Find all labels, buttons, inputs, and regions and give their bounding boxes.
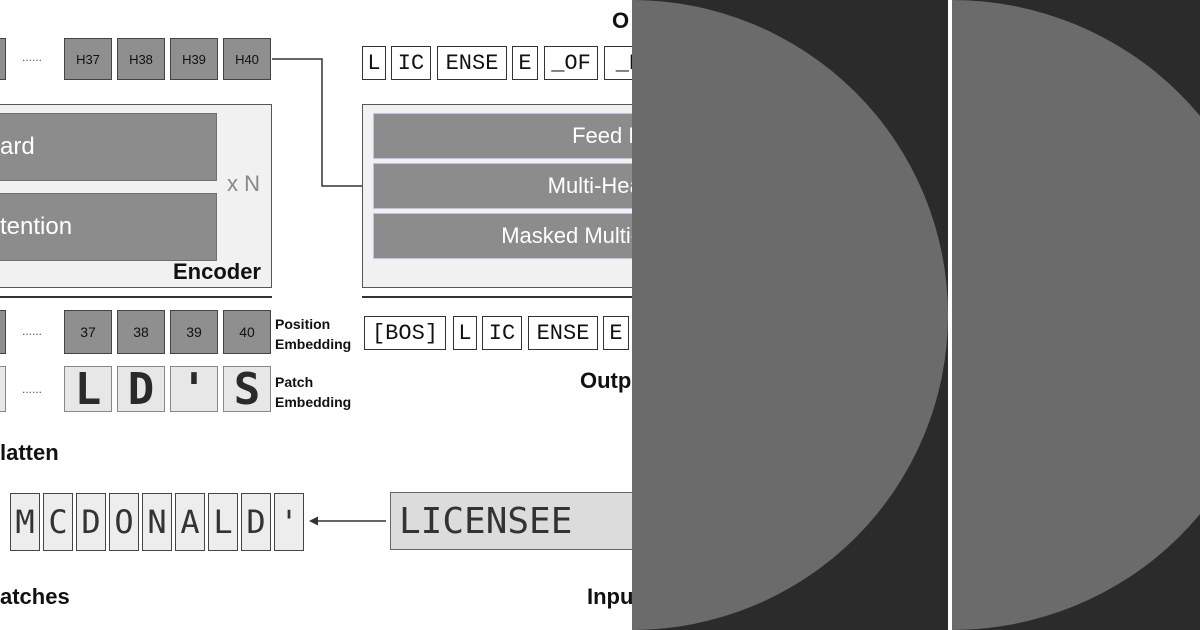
patch-image-3: '	[170, 366, 218, 412]
decoder-cross-attention-layer: Multi-Head	[373, 163, 632, 209]
position-partial-box	[0, 310, 6, 354]
patch-image-2: D	[117, 366, 165, 412]
patch-embedding-label-2: Embedding	[275, 394, 352, 410]
decoder-feed-forward-layer: Feed Fo	[373, 113, 632, 159]
panel-separator	[948, 0, 952, 630]
image-patch-4: N	[142, 493, 172, 551]
image-patch-1: C	[43, 493, 73, 551]
decoder-cross-attention-label: Multi-Head	[547, 173, 632, 198]
hidden-state-partial-box	[0, 38, 6, 80]
decor-panel-left	[632, 0, 948, 630]
patch-image-4: S	[223, 366, 271, 412]
input-token-0: [BOS]	[364, 316, 446, 350]
patch-embedding-label-1: Patch	[275, 374, 314, 390]
input-token-2: IC	[482, 316, 522, 350]
hidden-state-h40: H40	[223, 38, 271, 80]
image-patch-7: D	[241, 493, 271, 551]
decoder-masked-attention-layer: Masked Multi-H	[373, 213, 632, 259]
output-token-0: L	[362, 46, 386, 80]
hidden-state-h39: H39	[170, 38, 218, 80]
patch-embedding-label: Patch Embedding	[275, 372, 351, 412]
encoder-feed-forward-label: ard	[0, 133, 35, 160]
hidden-state-h38: H38	[117, 38, 165, 80]
image-patch-2: D	[76, 493, 106, 551]
decoder-feed-forward-label: Feed Fo	[572, 123, 632, 148]
position-37: 37	[64, 310, 112, 354]
output-token-5: _N	[604, 46, 632, 80]
input-label: Inpu	[587, 584, 632, 609]
output-token-4: _OF	[544, 46, 598, 80]
decor-half-circle-right	[952, 0, 1200, 630]
position-embedding-label-2: Embedding	[275, 336, 352, 352]
encoder-attention-label: tention	[0, 213, 73, 240]
decor-half-circle-left	[632, 0, 948, 630]
input-token-1: L	[453, 316, 477, 350]
output-token-2: ENSE	[437, 46, 507, 80]
image-patch-6: L	[208, 493, 238, 551]
patch-image-1: L	[64, 366, 112, 412]
encoder-divider	[0, 296, 272, 298]
encoder-attention-layer: tention	[0, 193, 217, 261]
position-39: 39	[170, 310, 218, 354]
image-patch-8: '	[274, 493, 304, 551]
hidden-state-h37: H37	[64, 38, 112, 80]
decoder-masked-attention-label: Masked Multi-H	[501, 223, 632, 248]
image-patch-3: O	[109, 493, 139, 551]
position-40: 40	[223, 310, 271, 354]
patch-ellipsis: ......	[22, 382, 43, 396]
image-patch-0: M	[10, 493, 40, 551]
position-embedding-label: Position Embedding	[275, 314, 351, 354]
decoder-divider	[362, 296, 632, 298]
position-embedding-label-1: Position	[275, 316, 331, 332]
encoder-feed-forward-layer: ard	[0, 113, 217, 181]
position-38: 38	[117, 310, 165, 354]
output-token-3: E	[512, 46, 538, 80]
input-text-image: LICENSEE	[390, 492, 632, 550]
decoder-bottom-label: Outp	[580, 368, 632, 393]
patches-label: atches	[0, 584, 70, 609]
trocr-diagram: ...... H37 H38 H39 H40 ard tention x N E…	[0, 8, 632, 609]
decor-panel-right	[952, 0, 1200, 630]
input-token-3: ENSE	[528, 316, 598, 350]
position-ellipsis: ......	[22, 324, 43, 338]
flatten-label: latten	[0, 440, 59, 465]
encoder-title: Encoder	[172, 259, 261, 284]
decoder-top-label: O	[612, 8, 630, 33]
encoder-repeat-label: x N	[227, 171, 260, 196]
image-patch-5: A	[175, 493, 205, 551]
input-token-4: E	[603, 316, 629, 350]
output-token-1: IC	[391, 46, 431, 80]
patch-partial-image	[0, 366, 6, 412]
decoder-block: Feed Fo Multi-Head Masked Multi-H	[362, 104, 632, 288]
encoder-block: ard tention x N Encoder	[0, 104, 272, 288]
hidden-state-ellipsis: ......	[22, 50, 43, 64]
